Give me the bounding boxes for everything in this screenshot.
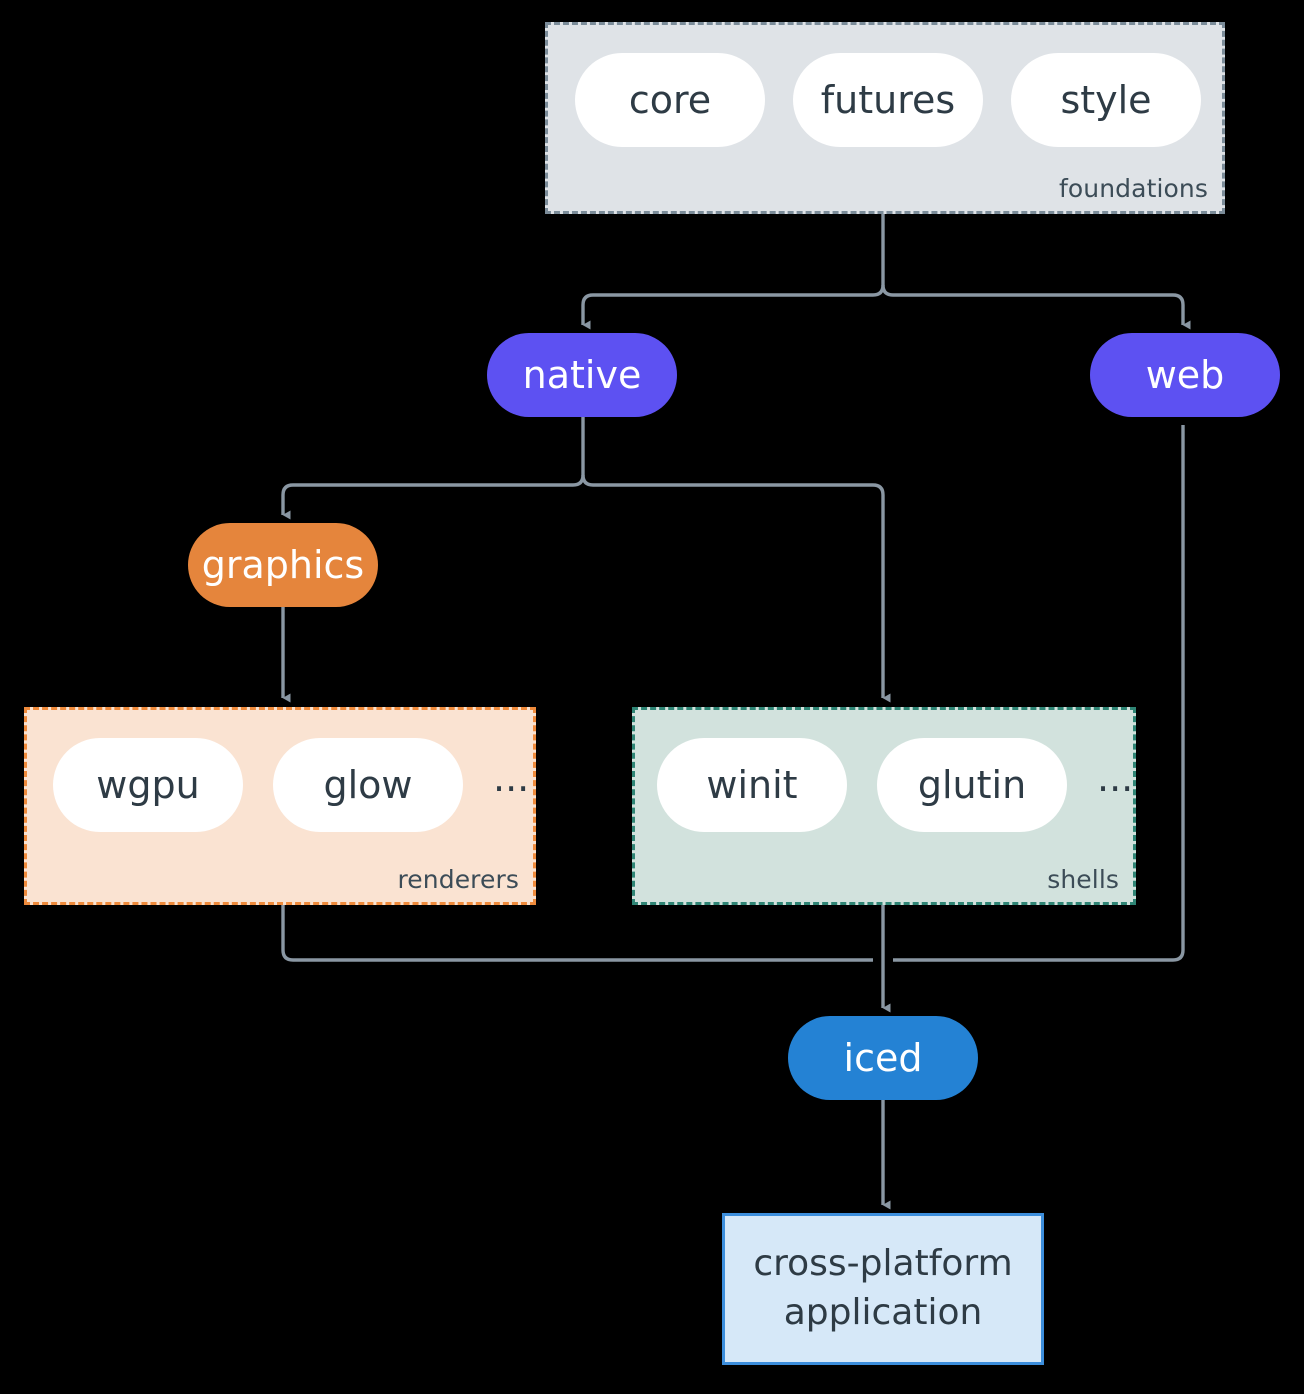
- renderers-more-ellipsis: ...: [493, 756, 530, 800]
- pill-futures[interactable]: futures: [793, 53, 983, 147]
- edge-native-graphics: [281, 474, 585, 520]
- pill-glutin[interactable]: glutin: [877, 738, 1067, 832]
- foundations-members: core futures style: [575, 53, 1201, 147]
- pill-wgpu[interactable]: wgpu: [53, 738, 243, 832]
- pill-style[interactable]: style: [1011, 53, 1201, 147]
- node-web[interactable]: web: [1090, 333, 1280, 417]
- group-shells: winit glutin ... shells: [632, 707, 1136, 905]
- application-line-2: application: [783, 1292, 983, 1333]
- pill-core[interactable]: core: [575, 53, 765, 147]
- node-native[interactable]: native: [487, 333, 677, 417]
- shells-more-ellipsis: ...: [1097, 756, 1134, 800]
- group-label-shells: shells: [1047, 865, 1119, 894]
- edge-renderers-iced: [281, 905, 873, 962]
- pill-winit[interactable]: winit: [657, 738, 847, 832]
- shells-members: winit glutin ...: [657, 738, 1133, 832]
- node-cross-platform-application[interactable]: cross-platform application: [722, 1213, 1044, 1365]
- group-foundations: core futures style foundations: [545, 22, 1225, 214]
- group-label-foundations: foundations: [1059, 174, 1208, 203]
- edge-foundations-native: [581, 284, 885, 330]
- edge-foundations-web: [881, 284, 1191, 330]
- renderers-members: wgpu glow ...: [53, 738, 529, 832]
- node-iced[interactable]: iced: [788, 1016, 978, 1100]
- node-graphics[interactable]: graphics: [188, 523, 378, 607]
- edge-native-shells: [581, 474, 891, 703]
- group-renderers: wgpu glow ... renderers: [24, 707, 536, 905]
- group-label-renderers: renderers: [397, 865, 519, 894]
- pill-glow[interactable]: glow: [273, 738, 463, 832]
- application-line-1: cross-platform: [753, 1243, 1013, 1285]
